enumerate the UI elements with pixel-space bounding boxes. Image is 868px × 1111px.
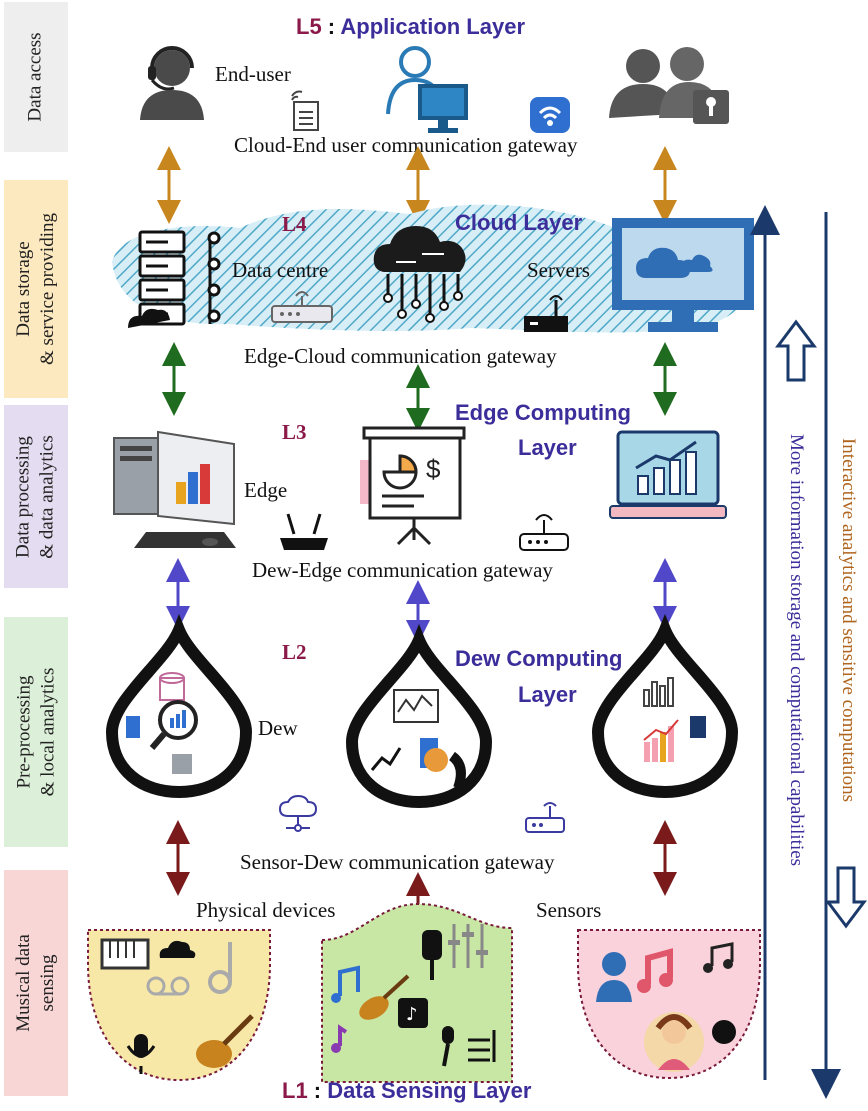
dew-drop-right	[591, 613, 739, 799]
category-pre-processing: Pre-processing & local analytics	[4, 617, 68, 847]
data-centre-label: Data centre	[232, 258, 329, 282]
gateway-cloud-end-user: Cloud-End user communication gateway	[234, 133, 578, 157]
category-data-access: Data access	[4, 2, 68, 152]
dew-drop-center	[345, 623, 493, 809]
gateway-dew-edge: Dew-Edge communication gateway	[252, 558, 553, 582]
network-cloud-icon	[278, 794, 318, 832]
layer-code: L5	[296, 14, 322, 39]
router-icon-cloud	[271, 291, 333, 323]
layer-name: Application Layer	[340, 14, 526, 39]
svg-text:♪: ♪	[406, 1004, 418, 1025]
layer-name: Data Sensing Layer	[327, 1078, 532, 1103]
instruments-panel: ♪	[321, 902, 513, 1083]
l2-title-line1: Dew Computing	[455, 646, 623, 671]
users-key-icon	[609, 47, 729, 124]
dew-label: Dew	[258, 716, 298, 740]
presentation-board-icon: $	[360, 426, 466, 546]
servers-label: Servers	[527, 258, 590, 282]
l3-title-line2: Layer	[518, 435, 577, 460]
l1-title: L1 : Data Sensing Layer	[282, 1078, 531, 1104]
sensors-label: Sensors	[536, 898, 602, 922]
layer-separator: :	[307, 1078, 328, 1103]
gateway-edge-cloud: Edge-Cloud communication gateway	[244, 344, 557, 368]
monitor-cloud-icon	[612, 218, 754, 332]
cloud-network-icon	[373, 226, 466, 323]
headset-user-icon	[140, 46, 204, 120]
layer-code: L1	[282, 1078, 308, 1103]
wifi-router-icon	[530, 97, 570, 133]
computer-user-icon	[386, 46, 468, 133]
sensors-panel	[577, 929, 761, 1080]
dew-drop-left	[105, 613, 253, 799]
category-data-storage: Data storage & service providing	[4, 180, 68, 398]
up-arrow-text: More information storage and computation…	[786, 433, 807, 867]
down-arrow-text: Interactive analytics and sensitive comp…	[838, 437, 859, 803]
data-centre-icon	[128, 230, 221, 328]
end-user-label: End-user	[215, 62, 291, 86]
l2-title-line2: Layer	[518, 682, 577, 707]
l5-title: L5 : Application Layer	[296, 14, 525, 40]
wifi-router-black-icon	[280, 513, 328, 550]
layer-separator: :	[321, 14, 341, 39]
category-data-processing: Data processing & data analytics	[4, 405, 68, 588]
router-icon-dew	[525, 802, 565, 833]
l3-title-line1: Edge Computing	[455, 400, 631, 425]
router-icon-edge	[519, 514, 569, 551]
physical-devices-panel	[87, 929, 271, 1082]
svg-text:$: $	[426, 454, 441, 484]
gateway-sensor-dew: Sensor-Dew communication gateway	[240, 850, 555, 874]
rfid-tag-icon	[291, 90, 319, 131]
black-router-icon	[524, 295, 568, 332]
category-musical-sensing: Musical data sensing	[4, 870, 68, 1096]
l4-title: Cloud Layer	[455, 210, 583, 235]
laptop-chart-icon	[609, 430, 727, 519]
l2-code: L2	[282, 640, 307, 664]
desktop-computer-icon	[113, 430, 236, 548]
l3-code: L3	[282, 420, 307, 444]
physical-devices-label: Physical devices	[196, 898, 336, 922]
edge-label: Edge	[244, 478, 288, 502]
l4-code: L4	[282, 212, 307, 236]
